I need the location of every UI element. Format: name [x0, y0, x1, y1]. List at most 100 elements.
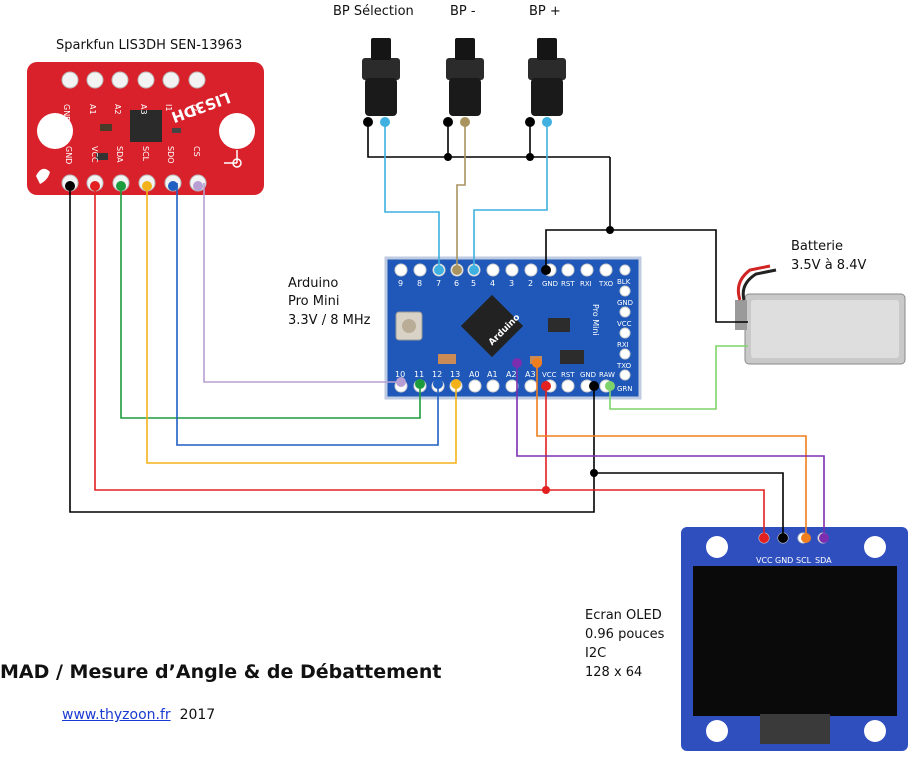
push-button-select: [362, 38, 400, 116]
oled-label: 0.96 pouces: [585, 627, 665, 642]
wire-oled-gnd: [594, 472, 784, 538]
arduino-pin-label: 3: [509, 279, 514, 288]
wire-sdo: [176, 183, 439, 446]
lis3dh-chip: [130, 110, 162, 142]
sensor-pin-label: CS: [192, 146, 201, 157]
arduino-pin-label: A0: [469, 370, 480, 379]
arduino-pin-label: 4: [490, 279, 495, 288]
arduino-pin-label: VCC: [542, 371, 557, 379]
arduino-label: Arduino: [288, 276, 339, 291]
arduino-side-label: GRN: [617, 385, 633, 393]
arduino-pin-label: A1: [487, 370, 498, 379]
reset-button-cap: [402, 319, 416, 333]
bp-plus-label: BP +: [529, 4, 561, 19]
arduino-pin-label: 5: [471, 279, 476, 288]
wire-vcc: [94, 183, 546, 491]
oled-pin-label: GND: [775, 556, 793, 565]
arduino-pin-label: 9: [398, 279, 403, 288]
battery-label: Batterie: [791, 239, 844, 254]
lis3dh-board: GND A1 A2 A3 I1 I2 LIS3DH GND VCC SDA SC…: [27, 62, 264, 195]
arduino-pin-label: RAW: [599, 371, 615, 379]
arduino-pin-label: 8: [417, 279, 422, 288]
oled-pin-label: SDA: [815, 556, 832, 565]
footer-year: 2017: [179, 707, 216, 723]
mount-hole: [219, 113, 255, 149]
arduino-pin-label: TXO: [598, 280, 614, 288]
sensor-pin-label: GND: [62, 104, 71, 122]
arduino-pin-label: RXI: [580, 280, 592, 288]
arduino-pin-label: A3: [525, 370, 536, 379]
wire-gnd-top: [545, 157, 611, 270]
oled-label: Ecran OLED: [585, 608, 662, 623]
wire-cs: [203, 183, 401, 383]
wire-button-common: [367, 122, 610, 158]
wire-bp-select: [384, 122, 440, 270]
bp-select-label: BP Sélection: [333, 4, 414, 19]
arduino-side-label: BLK: [617, 278, 631, 286]
arduino-pin-label: A2: [506, 370, 517, 379]
connection-dots: [65, 117, 829, 543]
arduino-pin-label: 2: [528, 279, 533, 288]
wire-oled-vcc: [545, 386, 765, 538]
sensor-pin-label: I2: [190, 104, 199, 111]
oled-display-module: VCC GND SCL SDA: [681, 527, 908, 751]
arduino-pin-label: RST: [561, 280, 575, 288]
sensor-pin-label: SCL: [141, 146, 150, 162]
wire-battery-neg: [610, 229, 748, 323]
sensor-pin-label: A2: [113, 104, 122, 115]
footer: www.thyzoon.fr 2017: [62, 707, 215, 723]
axis-icon: [224, 150, 242, 168]
sensor-pin-label: VCC: [90, 146, 99, 163]
wire-oled-scl: [536, 363, 807, 538]
page-title: MAD / Mesure d’Angle & de Débattement: [0, 661, 442, 683]
arduino-side-label: GND: [617, 299, 633, 307]
sensor-pin-label: GND: [64, 146, 73, 164]
arduino-pin-label: 10: [395, 370, 405, 379]
lipo-battery: [735, 264, 906, 365]
website-link[interactable]: www.thyzoon.fr: [62, 707, 171, 723]
sensor-pin-label: A3: [139, 104, 148, 115]
sensor-pin-label: SDO: [166, 146, 175, 164]
wire-gnd: [69, 183, 595, 513]
wire-battery-pos: [609, 345, 748, 410]
arduino-pin-label: 7: [436, 279, 441, 288]
push-button-plus: [528, 38, 566, 116]
arduino-pin-label: 6: [454, 279, 459, 288]
wires: [69, 122, 825, 538]
battery-label: 3.5V à 8.4V: [791, 258, 867, 273]
sensor-pin-label: I1: [164, 104, 173, 111]
flame-logo-icon: [36, 168, 50, 184]
atmega-chip: [460, 294, 524, 358]
oled-label: 128 x 64: [585, 665, 643, 680]
sensor-top-pins: [61, 71, 206, 89]
sensor-label: Sparkfun LIS3DH SEN-13963: [56, 38, 243, 53]
wire-bp-minus: [456, 122, 466, 270]
push-button-minus: [446, 38, 484, 116]
arduino-side-label: RXI: [617, 341, 629, 349]
arduino-side-label: TXO: [616, 362, 632, 370]
wire-scl: [146, 183, 457, 464]
arduino-label: Pro Mini: [288, 294, 340, 309]
arduino-pin-label: GND: [580, 371, 596, 379]
sensor-pin-label: SDA: [115, 146, 124, 163]
wire-oled-sda: [516, 363, 825, 538]
arduino-board-text: Pro Mini: [591, 304, 600, 336]
arduino-pin-label: 13: [450, 370, 460, 379]
arduino-pin-label: GND: [542, 280, 558, 288]
sensor-pin-label: A1: [88, 104, 97, 115]
bp-minus-label: BP -: [450, 4, 476, 19]
oled-pin-label: SCL: [796, 556, 812, 565]
mount-hole: [37, 113, 73, 149]
wire-bp-plus: [473, 122, 548, 270]
oled-pin-label: VCC: [756, 556, 773, 565]
oled-screen: [693, 566, 897, 716]
wire-sda: [120, 183, 421, 419]
arduino-pro-mini-board: 9 8 7 6 5 4 3 2 GND RST RXI TXO BLK GND …: [384, 256, 642, 400]
arduino-pin-label: 12: [432, 370, 442, 379]
arduino-side-label: VCC: [617, 320, 632, 328]
arduino-label: 3.3V / 8 MHz: [288, 313, 371, 328]
arduino-pin-label: 11: [414, 370, 424, 379]
arduino-pin-label: RST: [561, 371, 575, 379]
oled-label: I2C: [585, 646, 607, 661]
